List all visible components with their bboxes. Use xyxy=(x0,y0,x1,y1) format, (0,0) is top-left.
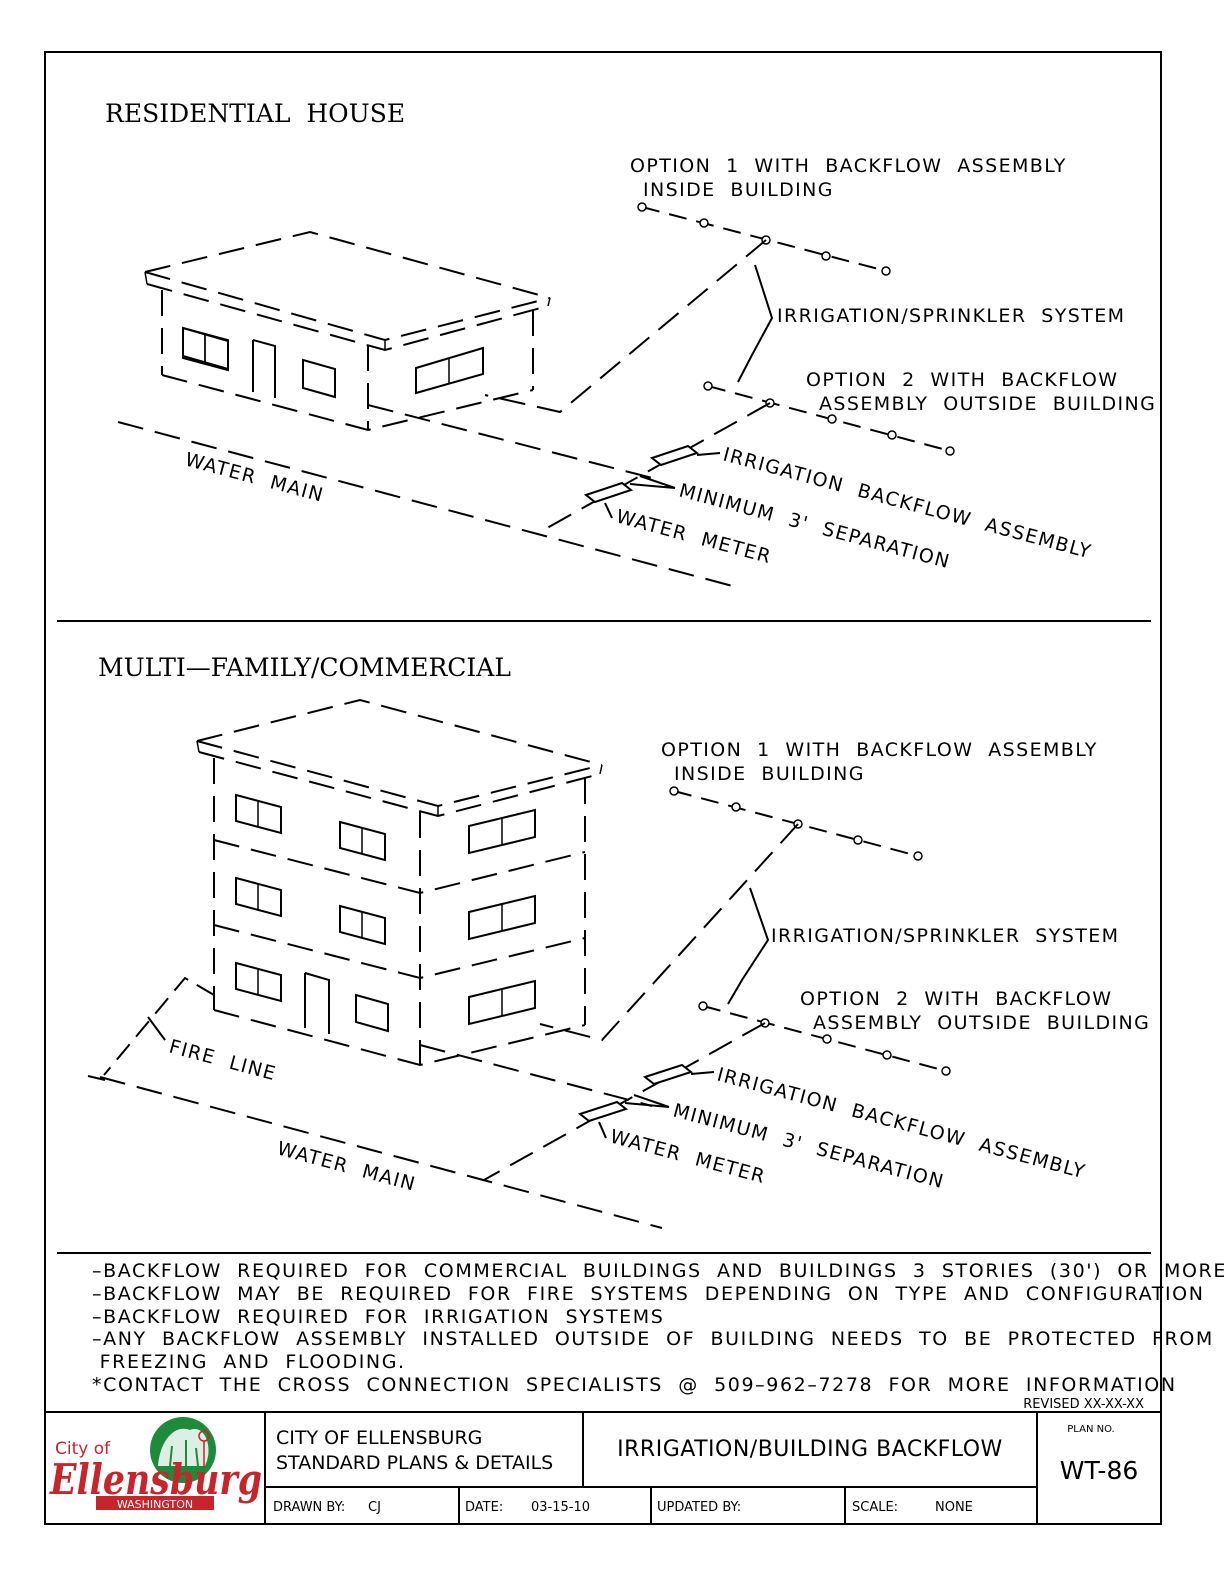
note-line: –BACKFLOW MAY BE REQUIRED FOR FIRE SYSTE… xyxy=(92,1283,1205,1305)
drawn-by-value: CJ xyxy=(368,1500,381,1515)
residential-sprinkler-leader xyxy=(737,264,774,383)
commercial-option1-label-2: INSIDE BUILDING xyxy=(674,763,865,785)
commercial-building-drawing xyxy=(196,698,603,1067)
residential-service-line xyxy=(367,404,661,481)
residential-meter-box xyxy=(583,481,634,504)
commercial-backflow-box xyxy=(642,1063,694,1086)
residential-option1-line xyxy=(484,202,891,414)
city-logo: City of Ellensburg WASHINGTON xyxy=(49,1417,262,1511)
logo-city-of: City of xyxy=(55,1439,111,1459)
residential-house-drawing xyxy=(144,230,551,432)
plan-number: WT-86 xyxy=(1060,1456,1139,1485)
org-name-line-2: STANDARD PLANS & DETAILS xyxy=(276,1452,553,1474)
residential-option2-label-2: ASSEMBLY OUTSIDE BUILDING xyxy=(819,393,1156,415)
note-line: –ANY BACKFLOW ASSEMBLY INSTALLED OUTSIDE… xyxy=(92,1328,1214,1350)
commercial-sprinkler-label: IRRIGATION/SPRINKLER SYSTEM xyxy=(771,925,1119,947)
scale-label: SCALE: xyxy=(852,1500,898,1515)
commercial-option1-line xyxy=(539,786,923,1042)
drawn-by-label: DRAWN BY: xyxy=(273,1500,345,1515)
commercial-water-main xyxy=(99,1076,663,1229)
residential-title: RESIDENTIAL HOUSE xyxy=(105,99,405,128)
org-name-line-1: CITY OF ELLENSBURG xyxy=(276,1427,482,1449)
residential-option1-label-2: INSIDE BUILDING xyxy=(643,179,834,201)
scale-value: NONE xyxy=(935,1500,973,1515)
logo-state-band xyxy=(96,1496,214,1510)
commercial-option2-line xyxy=(483,1001,951,1181)
notes-block: –BACKFLOW REQUIRED FOR COMMERCIAL BUILDI… xyxy=(92,1260,1224,1396)
residential-section: RESIDENTIAL HOUSE WATER MAIN xyxy=(105,99,1156,589)
commercial-fire-line xyxy=(103,976,215,1076)
commercial-option2-label-2: ASSEMBLY OUTSIDE BUILDING xyxy=(813,1012,1150,1034)
note-line: FREEZING AND FLOODING. xyxy=(92,1351,406,1373)
logo-state: WASHINGTON xyxy=(117,1498,193,1511)
residential-option1-label-1: OPTION 1 WITH BACKFLOW ASSEMBLY xyxy=(630,155,1067,177)
revised-label: REVISED XX-XX-XX xyxy=(1023,1397,1144,1412)
residential-water-main xyxy=(117,421,741,589)
commercial-option1-label-1: OPTION 1 WITH BACKFLOW ASSEMBLY xyxy=(661,739,1098,761)
note-line: –BACKFLOW REQUIRED FOR IRRIGATION SYSTEM… xyxy=(92,1306,664,1328)
commercial-fire-line-label: FIRE LINE xyxy=(167,1036,279,1086)
sheet-border xyxy=(44,51,1162,1525)
commercial-title: MULTI—FAMILY/COMMERCIAL xyxy=(98,653,511,682)
logo-city-name: Ellensburg xyxy=(49,1455,262,1504)
commercial-water-main-label: WATER MAIN xyxy=(275,1138,419,1196)
commercial-section: MULTI—FAMILY/COMMERCIAL xyxy=(87,653,1150,1229)
residential-backflow-box xyxy=(649,444,700,467)
residential-option2-line xyxy=(539,381,955,533)
date-label: DATE: xyxy=(465,1500,503,1515)
note-line: –BACKFLOW REQUIRED FOR COMMERCIAL BUILDI… xyxy=(92,1260,1224,1282)
note-line: *CONTACT THE CROSS CONNECTION SPECIALIST… xyxy=(92,1374,1177,1396)
commercial-option2-label-1: OPTION 2 WITH BACKFLOW xyxy=(800,988,1112,1010)
commercial-sprinkler-leader xyxy=(727,887,770,1005)
commercial-service-line xyxy=(419,1044,653,1107)
updated-by-label: UPDATED BY: xyxy=(657,1500,741,1515)
title-block: City of Ellensburg WASHINGTON CITY OF EL… xyxy=(45,1411,1161,1524)
residential-sprinkler-label: IRRIGATION/SPRINKLER SYSTEM xyxy=(777,305,1125,327)
plan-no-label: PLAN NO. xyxy=(1067,1424,1114,1435)
commercial-meter-box xyxy=(577,1100,629,1123)
residential-water-main-label: WATER MAIN xyxy=(183,449,327,507)
residential-option2-label-1: OPTION 2 WITH BACKFLOW xyxy=(806,369,1118,391)
date-value: 03-15-10 xyxy=(531,1500,590,1515)
drawing-title: IRRIGATION/BUILDING BACKFLOW xyxy=(617,1437,1003,1462)
